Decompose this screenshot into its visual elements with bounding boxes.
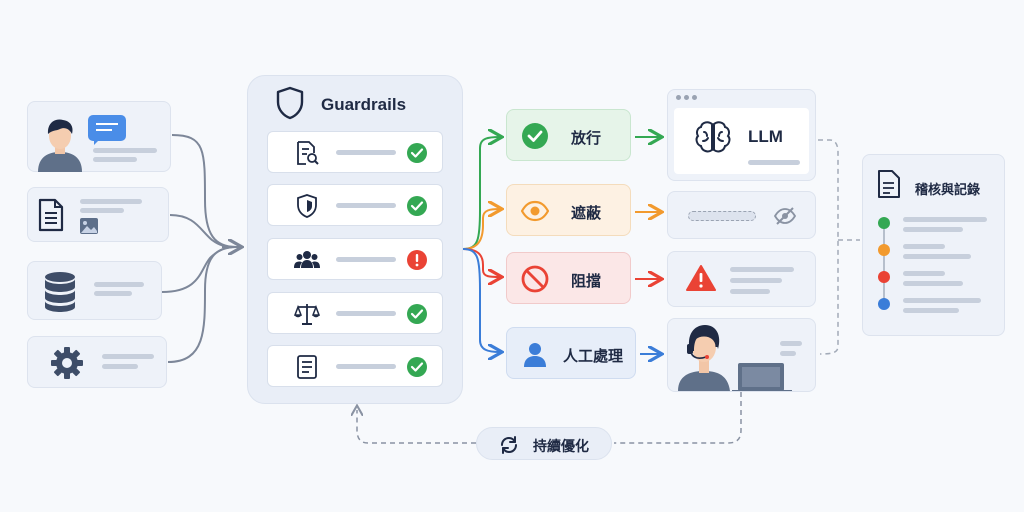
guardrail-check-compliance[interactable] xyxy=(267,292,443,334)
guardrail-check-policy[interactable] xyxy=(267,345,443,387)
person-icon xyxy=(524,343,546,367)
timeline-dot xyxy=(878,298,890,310)
shield-icon xyxy=(276,86,304,120)
warning-icon xyxy=(686,265,716,291)
timeline-dot xyxy=(878,217,890,229)
check-status-icon xyxy=(407,196,427,216)
database-icon xyxy=(45,272,75,312)
image-icon xyxy=(80,218,98,234)
timeline-line xyxy=(883,223,885,305)
input-document[interactable] xyxy=(27,187,169,242)
action-block-label: 阻擋 xyxy=(571,273,602,290)
audit-connectors xyxy=(818,139,860,355)
scale-icon xyxy=(294,304,320,325)
input-database[interactable] xyxy=(27,261,162,320)
guardrail-check-security[interactable] xyxy=(267,184,443,226)
agent-laptop-icon xyxy=(678,325,792,391)
connector-block xyxy=(462,248,500,277)
action-mask-label: 遮蔽 xyxy=(571,205,602,222)
action-block[interactable]: 阻擋 xyxy=(506,252,631,304)
action-human-label: 人工處理 xyxy=(563,348,624,365)
guardrail-check-bias[interactable] xyxy=(267,238,443,280)
eye-icon xyxy=(521,200,549,222)
check-status-icon xyxy=(407,143,427,163)
connector-mask xyxy=(462,209,500,250)
eye-off-icon xyxy=(774,207,796,225)
masked-text xyxy=(688,211,756,221)
document-search-icon xyxy=(297,141,319,165)
check-circle-icon xyxy=(522,123,548,149)
action-human[interactable]: 人工處理 xyxy=(506,327,636,379)
result-blocked[interactable] xyxy=(667,251,816,307)
guardrails-title: Guardrails xyxy=(321,95,407,114)
audit-title: 稽核與記錄 xyxy=(915,182,981,197)
feedback-label: 持續優化 xyxy=(533,438,589,454)
no-entry-icon xyxy=(521,265,549,293)
action-mask[interactable]: 遮蔽 xyxy=(506,184,631,236)
audit-panel[interactable]: 稽核與記錄 xyxy=(862,154,1005,336)
timeline-dot xyxy=(878,271,890,283)
result-masked[interactable] xyxy=(667,191,816,239)
input-connectors xyxy=(161,134,240,363)
gear-icon xyxy=(51,347,83,379)
chat-bubble-icon xyxy=(88,115,126,145)
action-pass-label: 放行 xyxy=(571,130,602,147)
connector-human xyxy=(462,248,500,352)
checklist-icon xyxy=(297,355,317,379)
input-user-chat[interactable] xyxy=(27,101,171,172)
llm-label: LLM xyxy=(748,127,783,146)
refresh-icon xyxy=(501,436,517,454)
connector-pass xyxy=(462,137,500,250)
guardrail-check-content[interactable] xyxy=(267,131,443,173)
brain-icon xyxy=(695,121,731,153)
timeline-dot xyxy=(878,244,890,256)
document-image-icon xyxy=(38,198,64,232)
action-pass[interactable]: 放行 xyxy=(506,109,631,161)
window-bar xyxy=(668,90,815,106)
user-chat-icon xyxy=(38,119,82,172)
feedback-pill[interactable]: 持續優化 xyxy=(476,427,612,460)
result-llm[interactable]: LLM xyxy=(667,89,816,181)
alert-status-icon xyxy=(407,250,427,270)
people-icon xyxy=(294,251,320,268)
check-status-icon xyxy=(407,357,427,377)
document-icon xyxy=(878,170,900,198)
shield-lock-icon xyxy=(297,194,317,218)
check-status-icon xyxy=(407,304,427,324)
input-settings[interactable] xyxy=(27,336,167,388)
result-human-agent[interactable] xyxy=(667,318,816,392)
